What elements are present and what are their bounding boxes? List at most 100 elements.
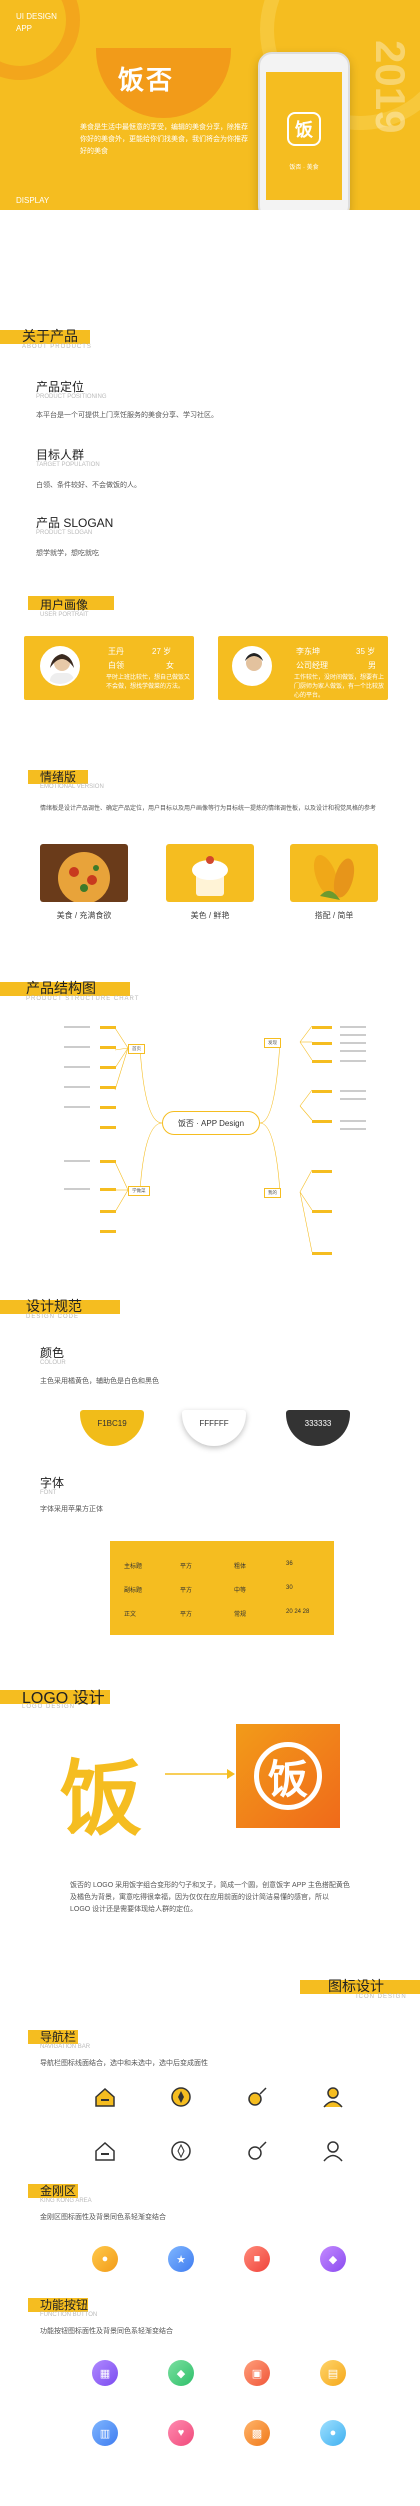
color-hex: FFFFFF: [199, 1419, 229, 1428]
persona-title: 用户画像: [40, 598, 89, 612]
persona-quote: 工作较忙，没时间做饭，想要有上门厨师为家人做饭，有一个比较放心的平台。: [294, 675, 385, 699]
positioning-en: PRODUCT POSITIONING: [36, 394, 107, 400]
structure-branch-node: 首页: [128, 1044, 145, 1054]
color-en: COLOUR: [40, 1360, 66, 1366]
persona-gender: 女: [166, 661, 174, 670]
structure-leaf-group: [312, 1022, 392, 1277]
target-en: TARGET POPULATION: [36, 462, 100, 468]
positioning-title: 产品定位: [36, 380, 85, 394]
discover-icon: [170, 2086, 192, 2108]
app-logo-icon: 饭: [236, 1724, 340, 1828]
cook-outline-icon: [246, 2140, 268, 2162]
slogan-text: 想学就学，想吃就吃: [36, 550, 99, 557]
section-bar: [28, 2298, 88, 2312]
nav-title: 导航栏: [40, 2030, 77, 2044]
nav-text: 导航栏图标线面结合，选中和未选中，选中后变成面性: [40, 2060, 208, 2067]
persona-age: 35 岁: [356, 647, 376, 656]
color-hex: F1BC19: [97, 1419, 127, 1428]
emotion-label: 美食 / 充满食欲: [56, 911, 112, 920]
emotion-label: 搭配 / 简单: [314, 911, 354, 920]
font-text: 字体采用苹果方正体: [40, 1506, 103, 1513]
section-bar: [28, 2030, 78, 2044]
spec-title: 设计规范: [26, 1298, 82, 1314]
persona-card: 王丹 27 岁 白领 女 平时上班比较忙，想自己做饭又不会做，想找学做菜的方法。: [24, 636, 194, 700]
coupon-icon: ▤: [320, 2360, 346, 2386]
address-icon: ●: [320, 2420, 346, 2446]
persona-job: 白领: [108, 661, 124, 670]
structure-branch-node: 我的: [264, 1188, 281, 1198]
cart-icon: ▣: [244, 2360, 270, 2386]
persona-en: USER PORTRAIT: [40, 612, 89, 618]
logo-text: 饭否的 LOGO 采用饭字组合变形的勺子和叉子，简成一个圆，创意饭字 APP 主…: [70, 1882, 350, 1913]
font-en: FONT: [40, 1490, 57, 1496]
gift-icon: ■: [244, 2246, 270, 2272]
font-table-cell: 平方: [180, 1612, 193, 1618]
func-text: 功能按钮图标面性及背景同色系轻渐变结合: [40, 2328, 173, 2335]
logo-glyph: 饭: [60, 1754, 143, 1845]
persona-name: 王丹: [108, 647, 124, 656]
persona-name: 李东坤: [296, 647, 320, 656]
avatar: [40, 646, 80, 686]
logo-mark: 饭: [254, 1742, 322, 1810]
like-icon: ★: [168, 2246, 194, 2272]
section-bar: [0, 1300, 120, 1314]
color-swatch-white: FFFFFF: [182, 1410, 246, 1446]
structure-title: 产品结构图: [26, 980, 96, 996]
func-en: FUNCTION BUTTON: [40, 2312, 98, 2318]
section-bar: [300, 1980, 420, 1994]
emotion-en: EMOTIONAL VERSION: [40, 784, 104, 790]
app-label: APP: [16, 24, 33, 33]
icons-title: 图标设计: [328, 1978, 384, 1994]
about-title: 关于产品: [22, 328, 78, 344]
phone-screen: 饭 饭否 · 美食: [266, 72, 342, 200]
hero-description: 美食是生活中最惬意的享受，编辑的美食分享，除推荐你好的美食外，更能给你们找美食，…: [80, 124, 248, 155]
persona-gender: 男: [368, 661, 376, 670]
structure-branch-node: 学做菜: [128, 1186, 150, 1196]
slogan-title: 产品 SLOGAN: [36, 516, 114, 530]
font-table-cell: 中等: [234, 1588, 247, 1594]
structure-center-node: 饭否 · APP Design: [162, 1111, 260, 1135]
font-table-cell: 常规: [234, 1612, 247, 1618]
order-icon: ▩: [244, 2420, 270, 2446]
phone-mockup: 饭 饭否 · 美食: [258, 52, 350, 210]
persona-card: 李东坤 35 岁 公司经理 男 工作较忙，没时间做饭，想要有上门厨师为家人做饭，…: [218, 636, 388, 700]
section-bar: [0, 982, 130, 996]
section-bar: [28, 596, 114, 610]
home-outline-icon: [94, 2140, 116, 2162]
persona-job: 公司经理: [296, 661, 328, 670]
font-table-cell: 粗体: [234, 1564, 247, 1570]
user-outline-icon: [322, 2140, 344, 2162]
color-hex: 333333: [304, 1419, 332, 1428]
target-text: 白领、条件较好、不会做饭的人。: [36, 482, 141, 489]
color-text: 主色采用橘黄色，辅助色是白色和黑色: [40, 1378, 159, 1385]
emotion-title: 情绪版: [40, 770, 77, 784]
avatar: [232, 646, 272, 686]
font-table-cell: 平方: [180, 1564, 193, 1570]
display-label: DISPLAY: [16, 196, 50, 205]
hero-banner: UI DESIGN APP 饭否 美食是生活中最惬意的享受，编辑的美食分享，除推…: [0, 0, 420, 210]
corn-image: [290, 844, 378, 902]
logo-title: LOGO 设计: [22, 1690, 105, 1707]
cook-icon: [246, 2086, 268, 2108]
pizza-image: [40, 844, 128, 902]
font-table-cell: 20 24 28: [286, 1609, 310, 1615]
dessert-image: [166, 844, 254, 902]
nav-en: NAVIGATION BAR: [40, 2044, 91, 2050]
color-swatch-dark: 333333: [286, 1410, 350, 1446]
kingkong-title: 金刚区: [40, 2184, 77, 2198]
wallet-icon: ▥: [92, 2420, 118, 2446]
kingkong-en: KING KONG AREA: [40, 2198, 92, 2204]
section-bar: [0, 1690, 110, 1704]
section-bar: [0, 330, 90, 344]
calendar-icon: ▦: [92, 2360, 118, 2386]
phone-caption: 饭否 · 美食: [289, 165, 319, 171]
structure-en: PRODUCT STRUCTURE CHART: [26, 996, 140, 1002]
user-icon: [322, 2086, 344, 2108]
ui-design-label: UI DESIGN: [16, 12, 57, 21]
food-icon: ●: [92, 2246, 118, 2272]
color-swatch-primary: F1BC19: [80, 1410, 144, 1446]
home-icon: [94, 2086, 116, 2108]
target-title: 目标人群: [36, 448, 85, 462]
font-table-cell: 平方: [180, 1588, 193, 1594]
structure-leaf-group: [60, 1022, 116, 1247]
